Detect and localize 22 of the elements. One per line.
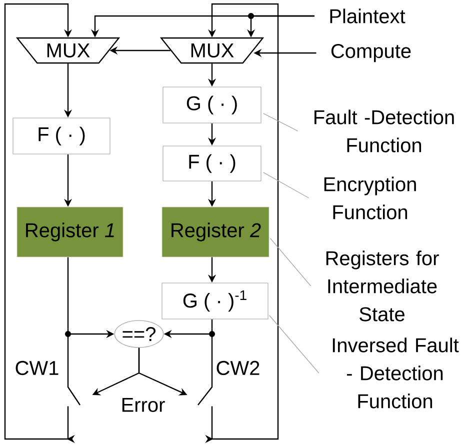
arrow [4, 3, 75, 444]
switch-drawing [67, 334, 80, 406]
function-box: F ( · ) [12, 118, 110, 154]
annotation-text: Registers for Intermediate State [326, 250, 439, 322]
register-box: Register 2 [162, 206, 270, 258]
switch-label: CW2 [216, 360, 260, 376]
leader-line [263, 172, 310, 198]
function-box: F ( · ) [162, 146, 262, 182]
input-label: Plaintext [330, 8, 406, 24]
annotation-text: Inversed Fault - Detection Function [332, 338, 459, 408]
switch-drawing [198, 334, 213, 406]
input-label: Compute [331, 44, 411, 62]
register-box: Register 1 [16, 206, 124, 258]
function-box: G ( · ) [162, 86, 262, 124]
signal-label: Error [122, 398, 165, 412]
switch-label: CW1 [16, 360, 58, 376]
leader-line [263, 113, 298, 132]
annotation-text: Fault -Detection Function [314, 110, 454, 152]
annotation-text: Encryption Function [324, 176, 416, 220]
leader-line [269, 315, 320, 374]
leader-line [270, 238, 312, 286]
function-box: G ( · )$^{-1}$ [162, 282, 268, 320]
